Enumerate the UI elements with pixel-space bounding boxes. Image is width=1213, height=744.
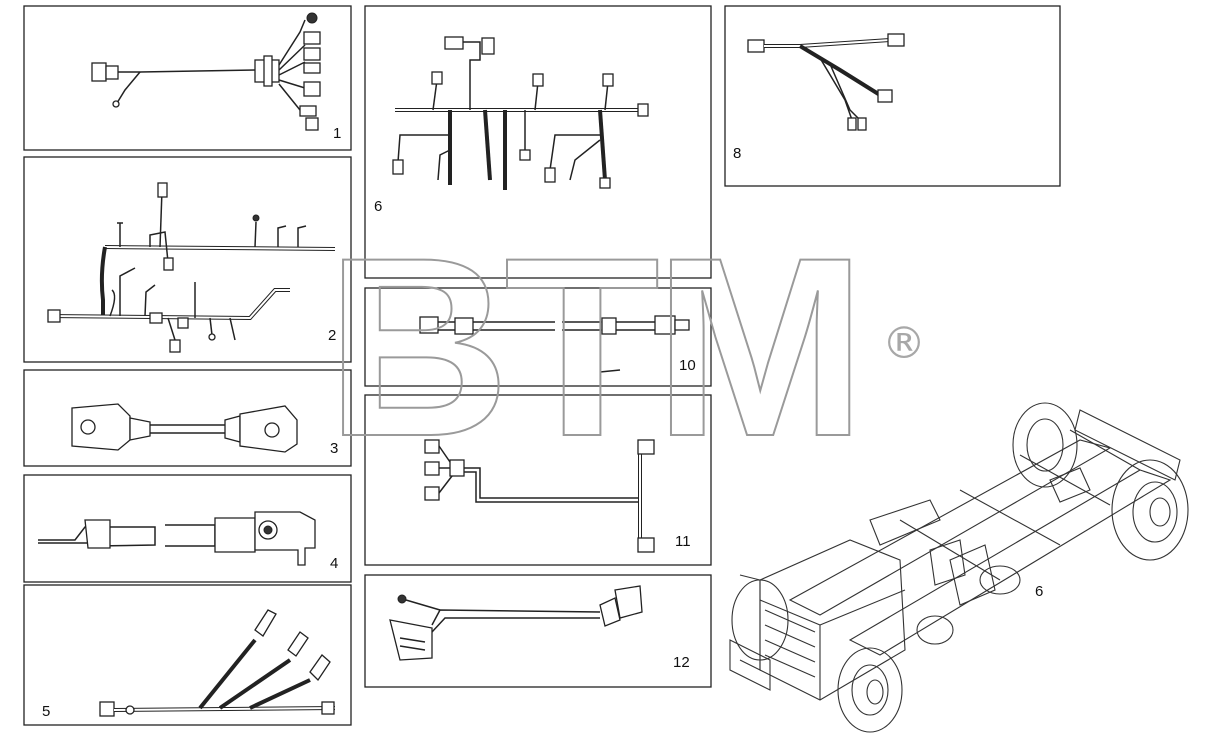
panel-12: 12 [364, 574, 712, 688]
panel-1-label: 1 [333, 125, 341, 142]
panel-8: 8 [724, 5, 1061, 187]
watermark-text: BTM [326, 205, 860, 490]
cable-4-icon [38, 511, 316, 566]
panel-3-label: 3 [330, 440, 338, 457]
panel-12-label: 12 [673, 654, 690, 671]
panel-6: 6 [364, 5, 712, 279]
panel-6-label: 6 [374, 198, 382, 215]
panel-1: 1 [23, 5, 352, 151]
harness-6-icon [392, 36, 649, 190]
panel-10: 10 [364, 287, 712, 387]
panel-3: 3 [23, 369, 352, 467]
harness-11-icon [424, 439, 655, 553]
harness-8-icon [747, 33, 905, 131]
panel-11: 11 [364, 394, 712, 566]
watermark: BTM ® [325, 204, 926, 491]
panel-5: 5 [23, 584, 352, 726]
panel-8-label: 8 [733, 145, 741, 162]
panel-11-label: 11 [675, 533, 691, 550]
harness-1-icon [91, 12, 321, 131]
harness-3-icon [71, 403, 298, 453]
harness-2-icon [47, 182, 336, 353]
panel-4-label: 4 [330, 555, 338, 572]
panel-2-label: 2 [328, 327, 336, 344]
harness-12-icon [389, 585, 643, 661]
panel-5-label: 5 [42, 703, 50, 720]
harness-5-icon [99, 609, 336, 717]
panel-10-label: 10 [679, 357, 696, 374]
harness-10-icon [419, 315, 690, 373]
truck-chassis-icon: 6 [729, 402, 1189, 733]
chassis-label: 6 [1035, 583, 1043, 600]
panel-2: 2 [23, 156, 352, 363]
registered-mark: ® [882, 318, 926, 369]
panel-4: 4 [23, 474, 352, 583]
